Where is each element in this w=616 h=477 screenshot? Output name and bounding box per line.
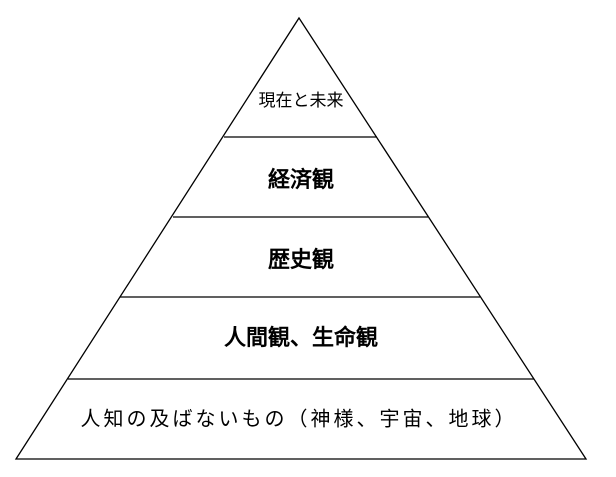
- level-label-present-future: 現在と未来: [259, 91, 344, 111]
- level-label-historical-view: 歴史観: [268, 247, 334, 273]
- level-label-human-life-view: 人間観、生命観: [224, 325, 378, 351]
- pyramid-outline: [14, 16, 588, 460]
- level-label-economic-view: 経済観: [268, 167, 334, 193]
- level-label-beyond-human-knowledge: 人知の及ばないもの（神様、宇宙、地球）: [81, 407, 518, 431]
